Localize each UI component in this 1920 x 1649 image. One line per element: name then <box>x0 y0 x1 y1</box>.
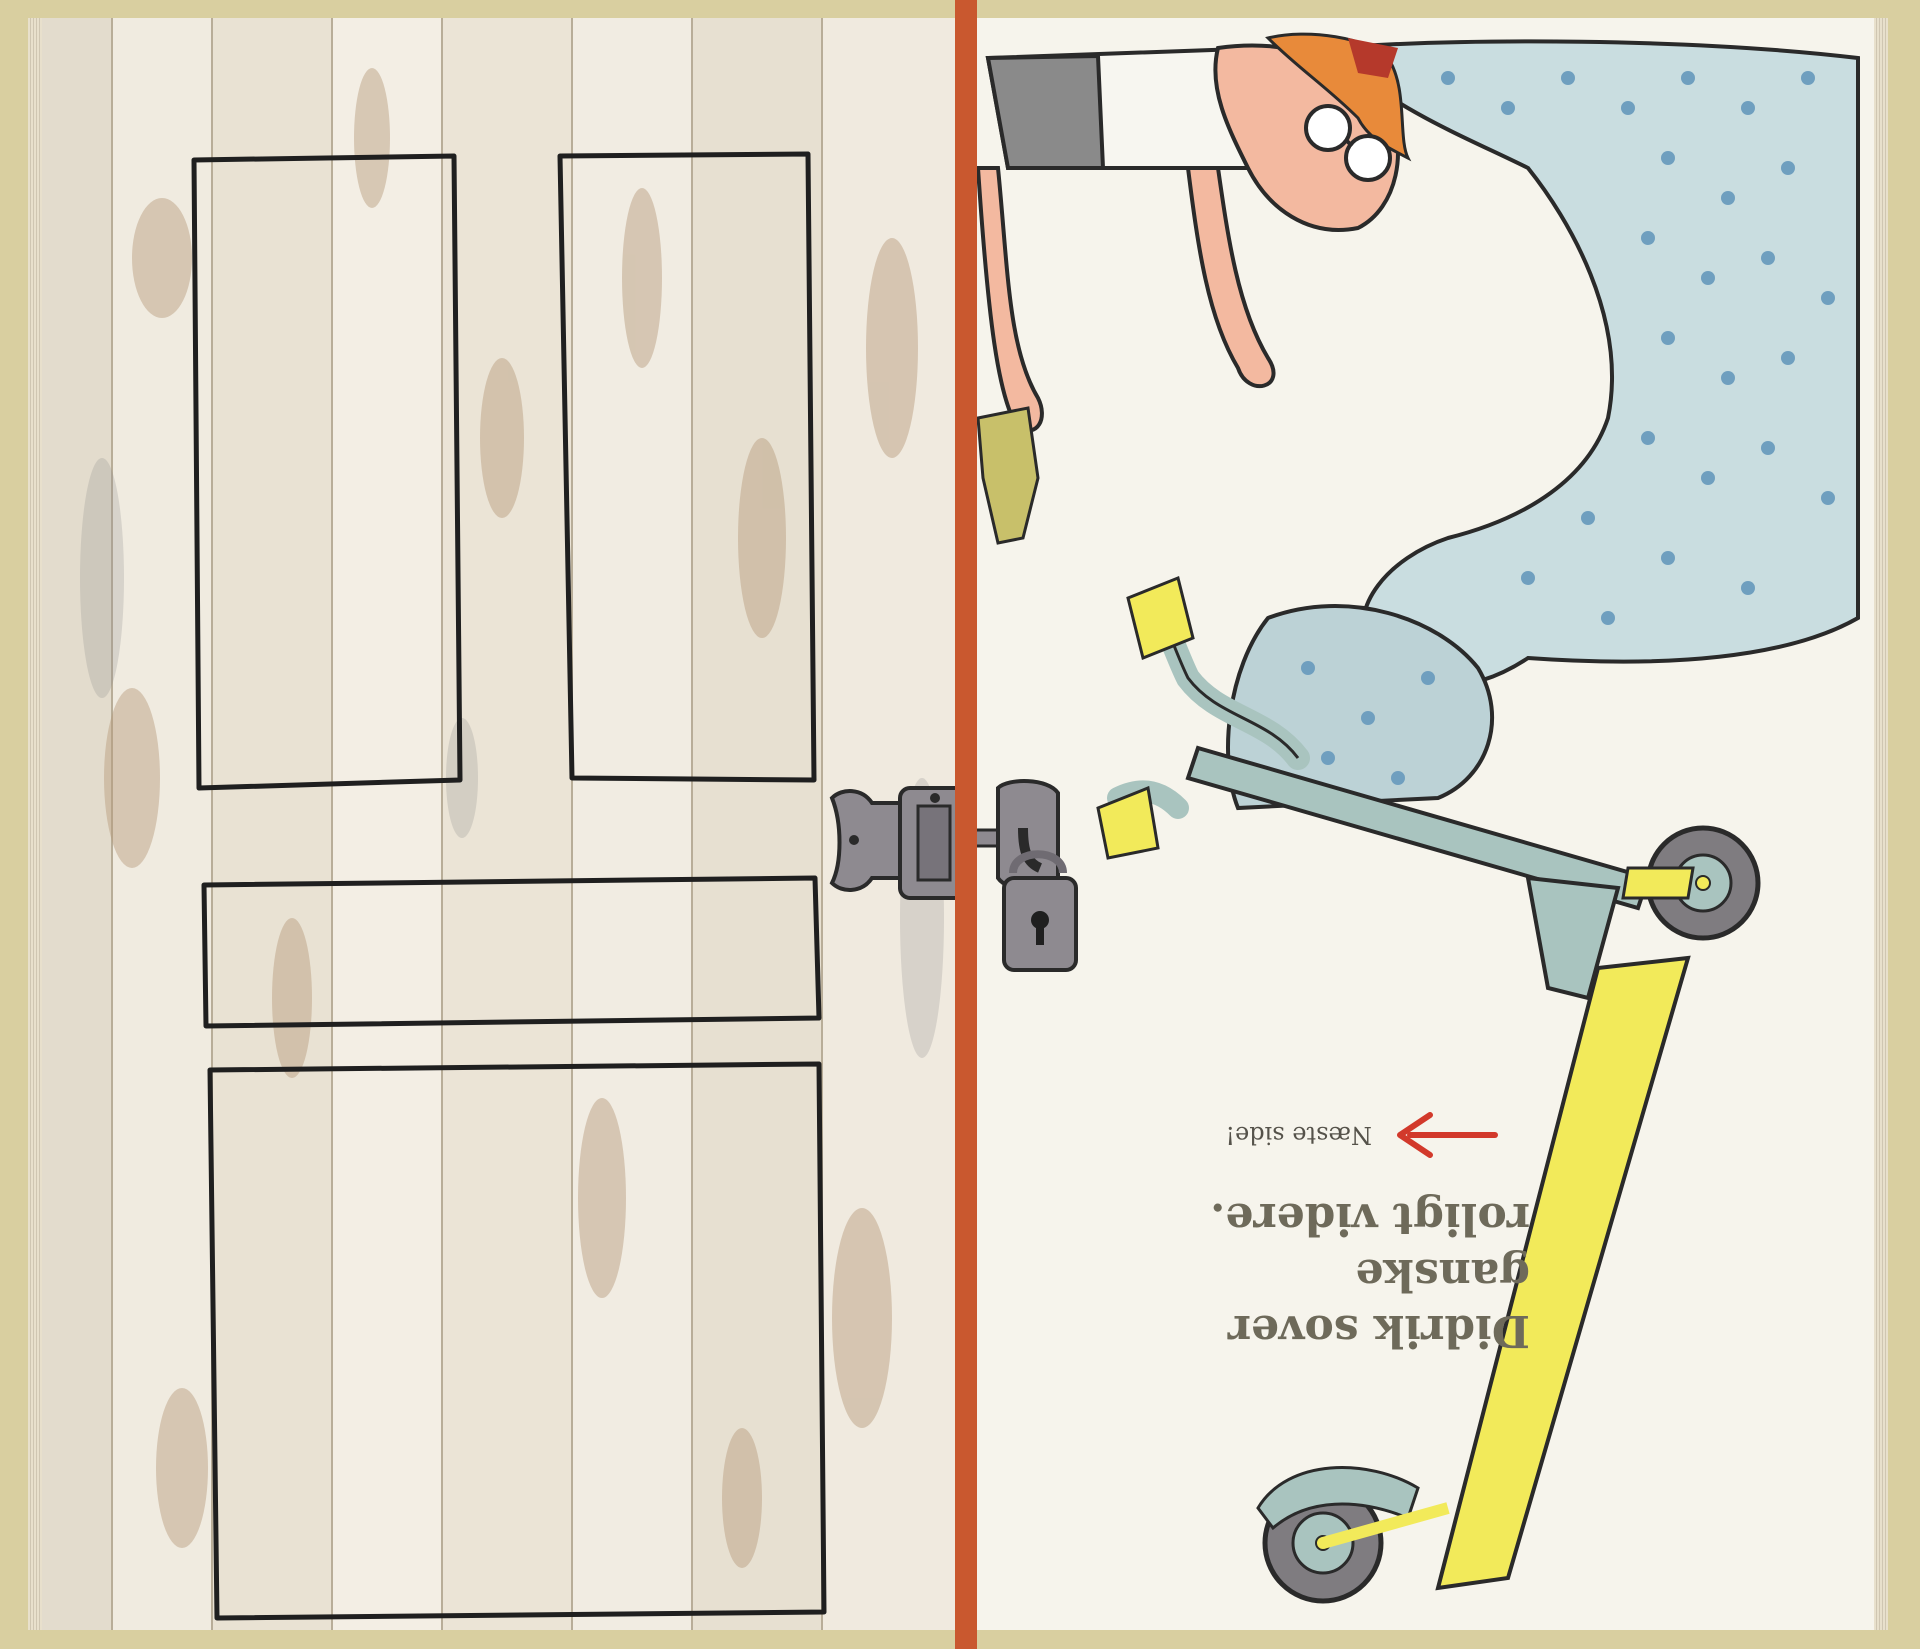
wooden-door-illustration <box>42 18 964 1630</box>
next-page-label: Næste side! <box>1225 1121 1372 1149</box>
caption-line-1: Didrik sover ganske <box>1227 1249 1530 1356</box>
left-page <box>42 18 964 1630</box>
right-page <box>968 18 1874 1630</box>
padlock-icon <box>968 779 1078 972</box>
page-edges-left <box>28 18 42 1630</box>
sleeping-boy <box>975 32 1412 545</box>
door-panel-top-right <box>557 151 817 783</box>
sleeping-boy-illustration <box>968 32 1860 1604</box>
next-page-hint[interactable]: Næste side! <box>1160 1110 1500 1160</box>
door-panel-top-left <box>191 153 463 791</box>
door-panel-bottom <box>207 1061 827 1621</box>
door-panel-middle <box>201 875 822 1029</box>
caption-line-2: roligt videre. <box>1210 1193 1530 1244</box>
wood-planks <box>42 18 964 1630</box>
scooter-illustration <box>1096 575 1761 1604</box>
hasp-plate <box>829 786 964 900</box>
door-panels <box>191 151 827 1621</box>
page-edges-right <box>1874 18 1888 1630</box>
glasses-icon <box>1304 104 1392 182</box>
story-caption: Didrik sover ganske roligt videre. <box>1070 1190 1530 1358</box>
book-spine <box>955 0 977 1649</box>
red-arrow-icon <box>1397 1112 1498 1158</box>
